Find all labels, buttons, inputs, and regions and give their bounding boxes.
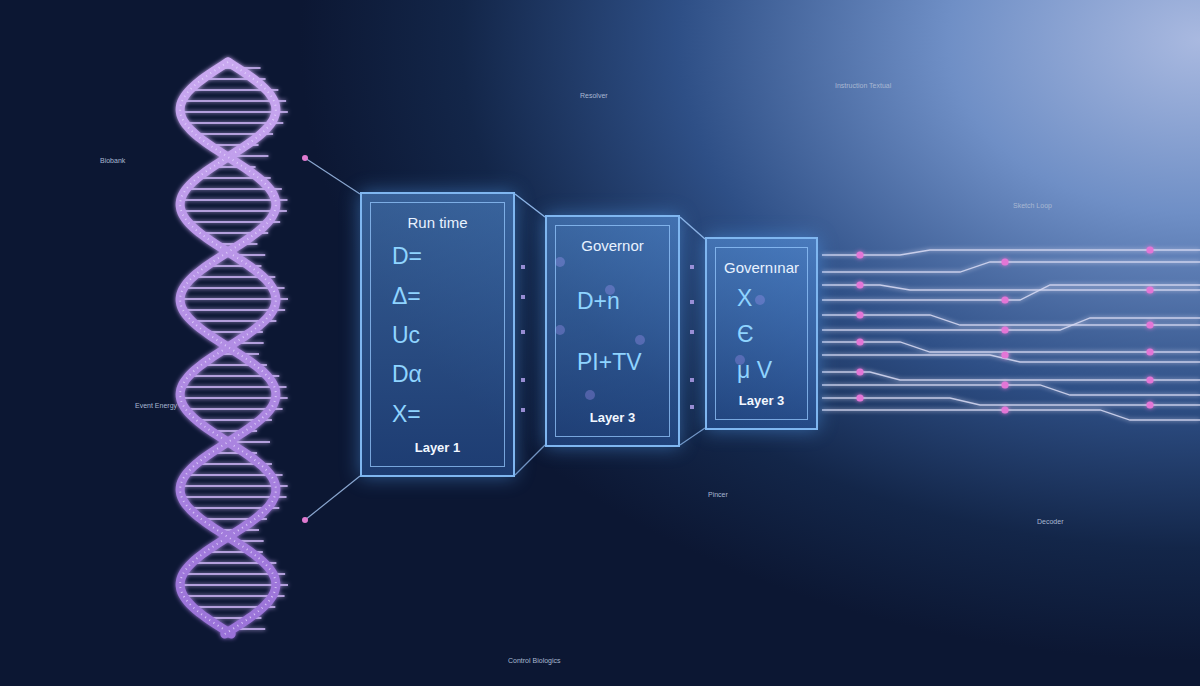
layer-label: Layer 3	[563, 410, 662, 425]
formula-symbol: D=	[378, 243, 497, 270]
box-title: Run time	[378, 214, 497, 231]
formula-symbol: Є	[723, 321, 800, 348]
box-title: Governınar	[723, 259, 800, 276]
dna-helix	[180, 62, 288, 634]
faint-label: Decoder	[1037, 518, 1063, 525]
formula-symbol: X	[723, 285, 800, 312]
layer-connector	[515, 194, 545, 217]
layer-label: Layer 3	[723, 393, 800, 408]
formula-symbol: Δ=	[378, 283, 497, 310]
faint-label: Biobank	[100, 157, 125, 164]
layer-label: Layer 1	[378, 440, 497, 455]
faint-label: Resolver	[580, 92, 608, 99]
layer-box: GovernorD+nPI+TV Layer 3	[545, 215, 680, 447]
faint-label: Control Biologics	[508, 657, 561, 664]
formula-symbol: Uc	[378, 322, 497, 349]
formula-symbol: μ V	[723, 357, 800, 384]
faint-label: Sketch Loop	[1013, 202, 1052, 209]
faint-label: Pincer	[708, 491, 728, 498]
formula-symbol: X=	[378, 401, 497, 428]
formula-symbol: D+n	[563, 288, 662, 315]
circuit-traces	[822, 246, 1200, 420]
formula-symbol: PI+TV	[563, 349, 662, 376]
perspective-line	[680, 428, 705, 445]
box-title: Governor	[563, 237, 662, 254]
faint-label: Event Energy	[135, 402, 177, 409]
faint-label: Instruction Textual	[835, 82, 891, 89]
projection-lines	[302, 155, 360, 523]
layer-connector	[680, 217, 705, 239]
perspective-line	[515, 445, 545, 475]
layer-box: Run timeD= Δ= UcDαX= Layer 1	[360, 192, 515, 477]
formula-symbol: Dα	[378, 361, 497, 388]
layer-box: GovernınarXЄμ V Layer 3	[705, 237, 818, 430]
